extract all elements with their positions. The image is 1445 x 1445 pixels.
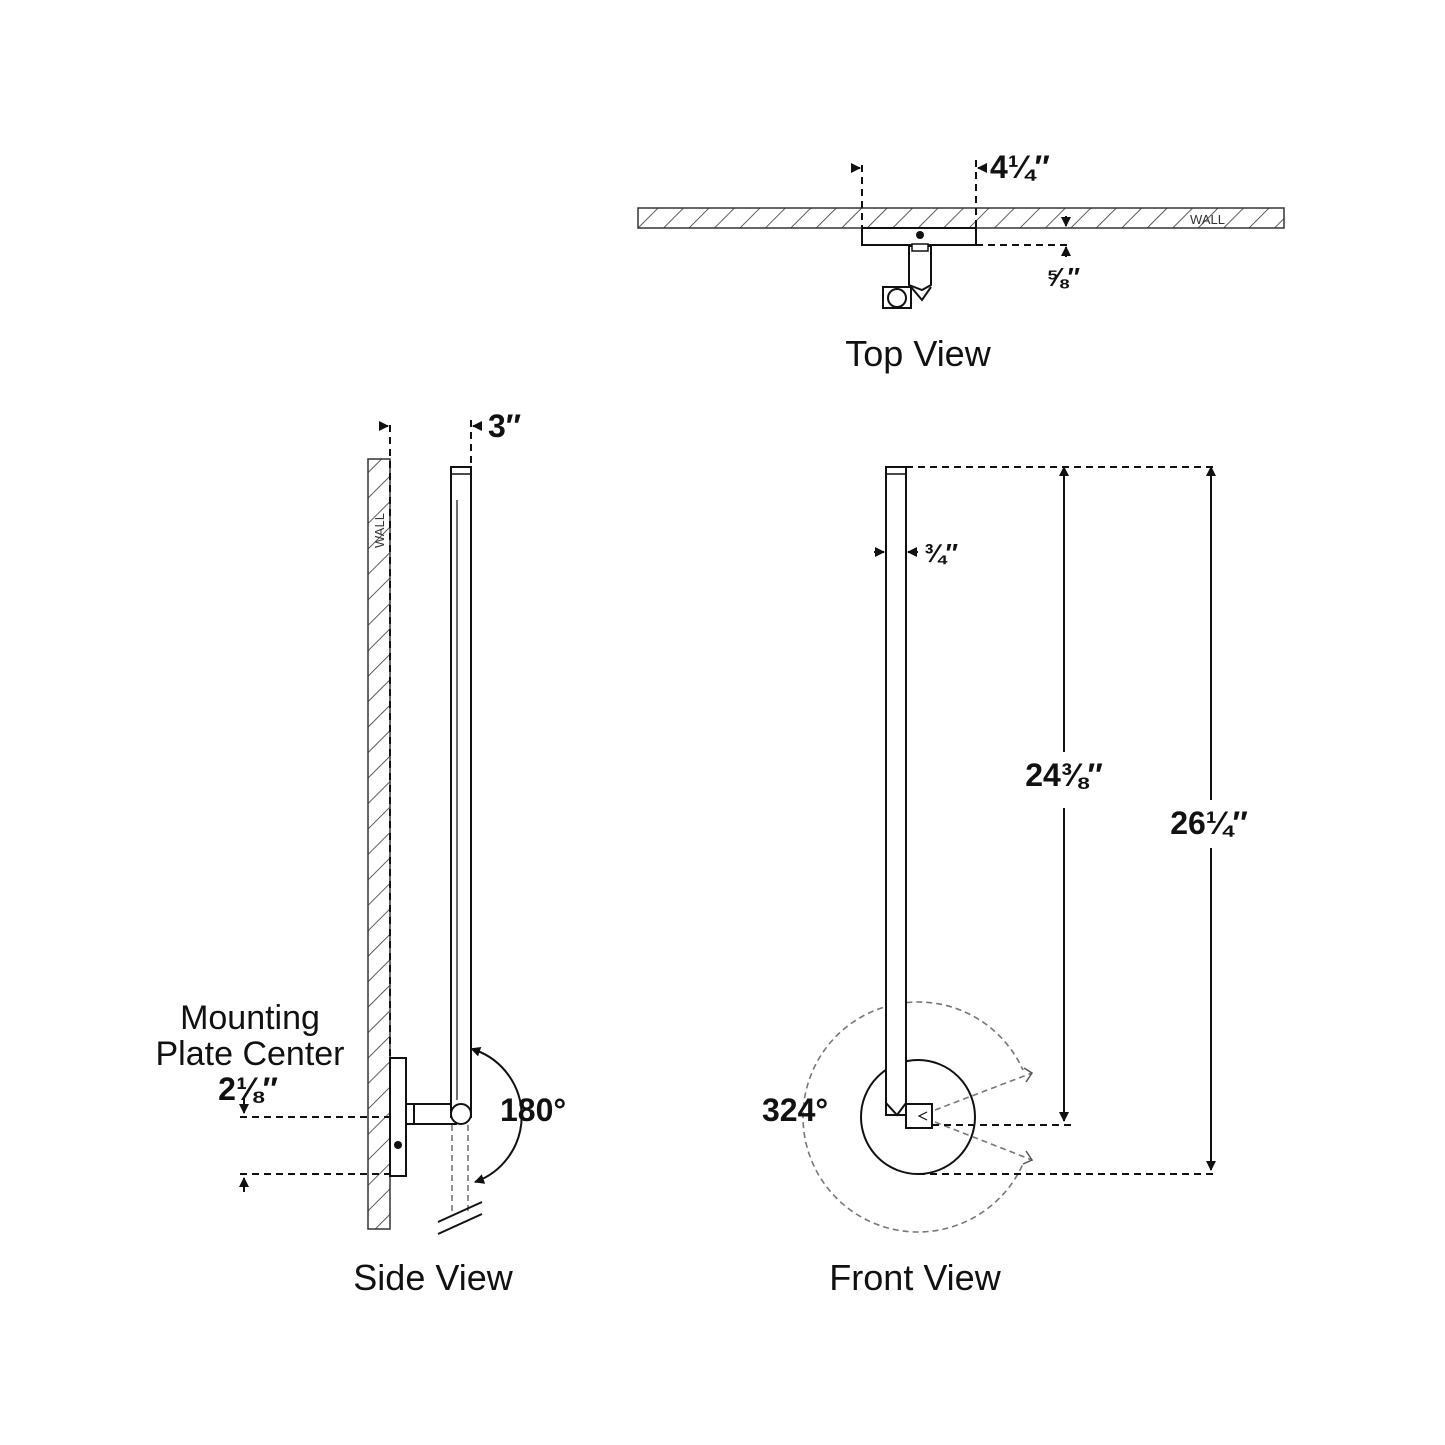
- front-angle-arrow-lower: [1022, 1150, 1034, 1165]
- front-angle-arrow-upper: [1023, 1067, 1034, 1083]
- top-arm: [908, 245, 932, 292]
- side-plate-screw: [394, 1141, 402, 1149]
- side-rotation-arc: [470, 1046, 523, 1184]
- side-view-title: Side View: [353, 1257, 513, 1298]
- front-bar-bottom-v: [885, 1102, 907, 1117]
- top-wall: [637, 207, 1285, 229]
- top-arm-collar: [911, 243, 929, 252]
- mounting-offset-label: 2⅛″: [218, 1071, 278, 1107]
- side-break-line-1: [437, 1201, 483, 1223]
- front-view: 324° ¾″ 24⅜″ 26¼″ Front View: [762, 466, 1248, 1298]
- front-view-title: Front View: [829, 1257, 1001, 1298]
- top-view: WALL 4¼″ ⅝″ Top View: [637, 149, 1285, 374]
- side-mounting-plate: [389, 1057, 407, 1177]
- front-light-bar: [885, 466, 907, 1116]
- front-inner-height-label: 24⅜″: [1025, 757, 1103, 793]
- side-view: WALL 3″ 180° Mounting Plate Center 2⅛″ S…: [156, 408, 567, 1298]
- front-angle-ray-upper: [934, 1072, 1033, 1111]
- front-width-label: ¾″: [924, 538, 958, 568]
- side-wall-label: WALL: [372, 513, 387, 548]
- side-light-bar: [450, 466, 472, 1118]
- side-rotation-label: 180°: [500, 1092, 566, 1128]
- mounting-label-line1: Mounting: [180, 999, 320, 1037]
- top-rod-circle: [887, 288, 907, 308]
- top-wall-label: WALL: [1190, 212, 1225, 227]
- side-depth-label: 3″: [488, 408, 521, 444]
- front-overall-height-label: 26¼″: [1170, 805, 1248, 841]
- top-depth-label: ⅝″: [1046, 262, 1080, 292]
- front-rotation-label: 324°: [762, 1092, 828, 1128]
- front-sweep-gap-mask: [1010, 1070, 1050, 1164]
- front-arm-arrow: [917, 1111, 928, 1121]
- side-break-line-2: [437, 1213, 483, 1235]
- top-plate-screw: [916, 231, 924, 239]
- side-wall: [367, 458, 391, 1230]
- top-view-title: Top View: [845, 333, 991, 374]
- front-angle-ray-lower: [934, 1121, 1033, 1161]
- mounting-label-line2: Plate Center: [156, 1035, 345, 1073]
- top-width-label: 4¼″: [990, 149, 1050, 185]
- side-pivot: [450, 1103, 472, 1125]
- top-rod-joint: [910, 286, 932, 302]
